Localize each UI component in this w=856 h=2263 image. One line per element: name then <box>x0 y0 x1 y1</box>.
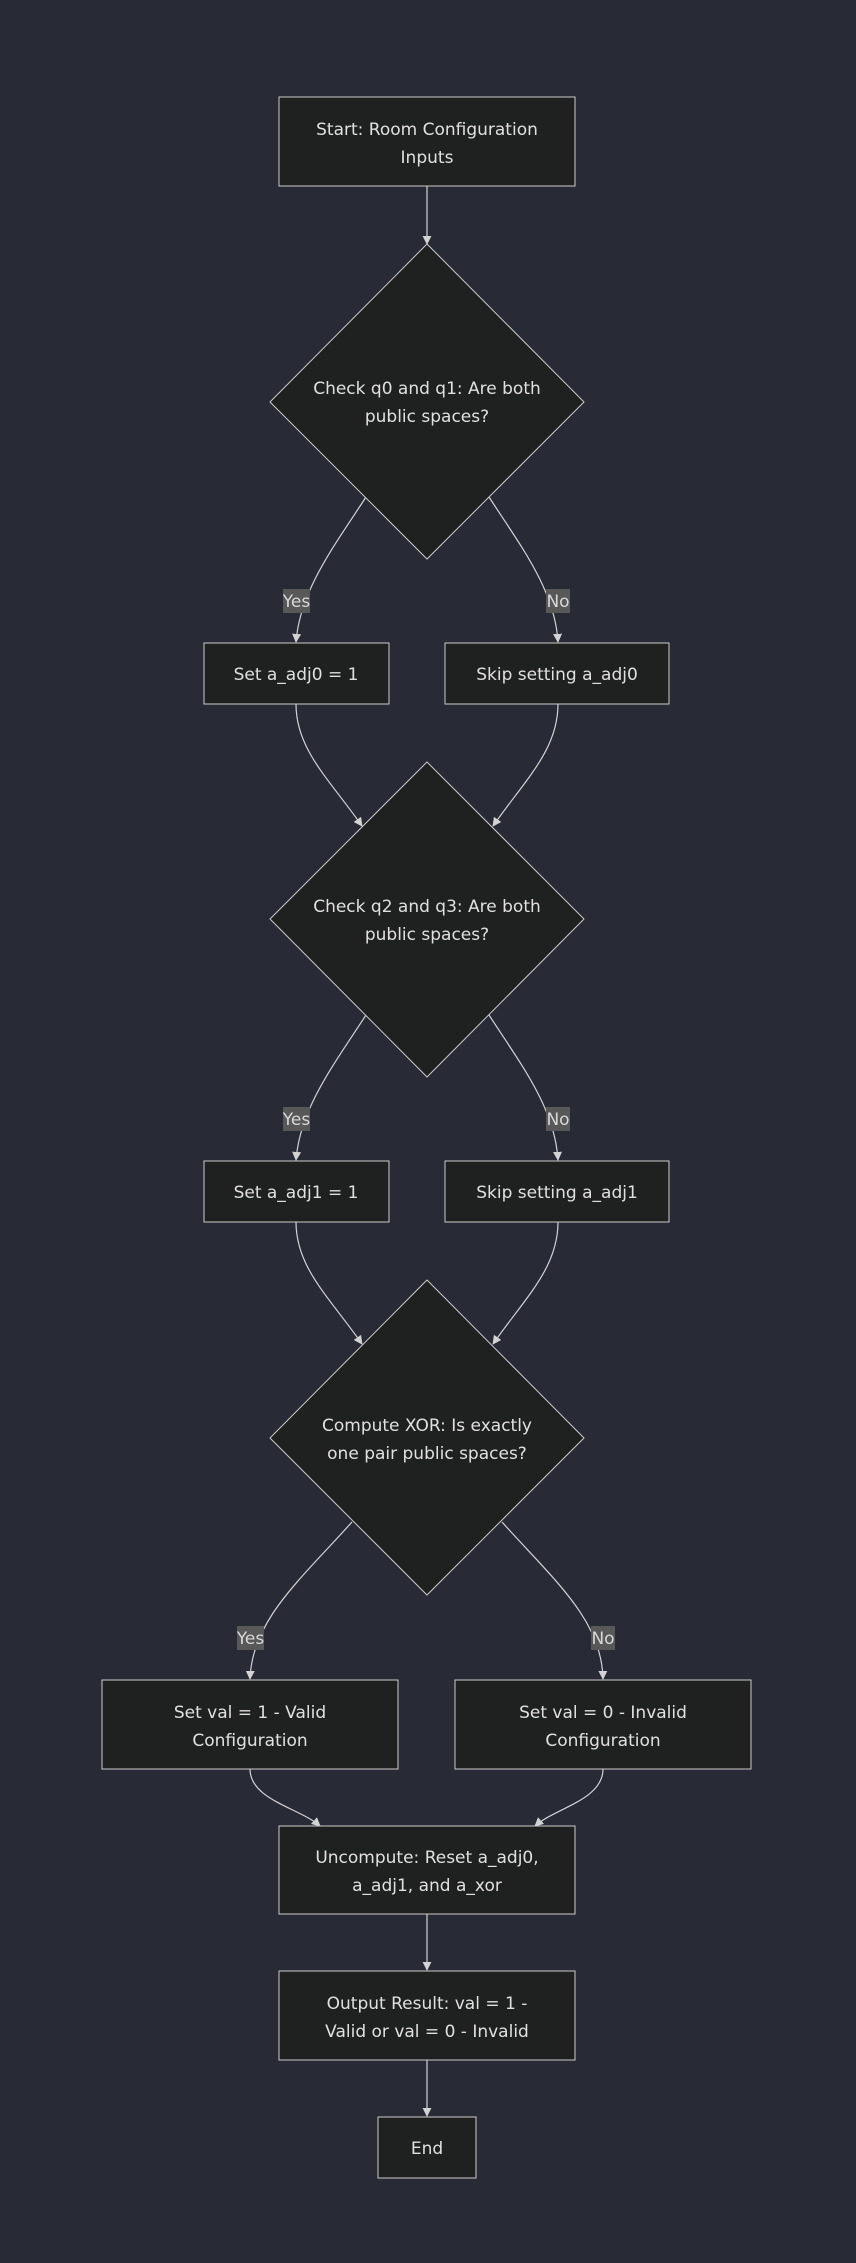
edge-check2-no <box>488 1014 563 1161</box>
decision-shape <box>269 761 585 1078</box>
edge-xor-no <box>501 1521 608 1680</box>
node-skip-adj0: Skip setting a_adj0 <box>444 642 670 705</box>
edge-label-xor-yes: Yes <box>236 1626 265 1650</box>
node-label-line-2: a_adj1, and a_xor <box>352 1876 502 1896</box>
node-compute-xor: Compute XOR: Is exactly one pair public … <box>269 1279 585 1596</box>
node-label-line-1: Check q0 and q1: Are both <box>313 379 541 399</box>
edge-label-xor-no: No <box>591 1626 615 1650</box>
edge-label-check1-yes: Yes <box>282 589 311 613</box>
node-output-result: Output Result: val = 1 - Valid or val = … <box>278 1970 576 2061</box>
edge-label-text: Yes <box>282 592 311 612</box>
node-label-line-2: Configuration <box>192 1731 307 1751</box>
node-shape <box>454 1679 752 1770</box>
edge-label-bg <box>283 589 310 613</box>
edge-check1-yes <box>292 496 367 643</box>
node-label-line-2: public spaces? <box>365 407 489 427</box>
node-uncompute: Uncompute: Reset a_adj0, a_adj1, and a_x… <box>278 1825 576 1915</box>
node-set-val-valid: Set val = 1 - Valid Configuration <box>101 1679 399 1770</box>
node-label-line-1: Output Result: val = 1 - <box>327 1994 528 2014</box>
node-end: End <box>377 2116 477 2179</box>
node-label-line-1: Check q2 and q3: Are both <box>313 897 541 917</box>
node-check-q0-q1: Check q0 and q1: Are both public spaces? <box>269 243 585 560</box>
edge-label-bg <box>546 1107 570 1131</box>
edge-skip-adj0-to-check2 <box>492 703 559 827</box>
node-label-line-2: one pair public spaces? <box>327 1444 527 1464</box>
node-start: Start: Room Configuration Inputs <box>278 96 576 187</box>
edge-label-check2-no: No <box>546 1107 570 1131</box>
node-label-line-1: Set val = 0 - Invalid <box>519 1703 687 1723</box>
edge-label-check1-no: No <box>546 589 570 613</box>
decision-shape <box>269 243 585 560</box>
node-label: Skip setting a_adj0 <box>476 665 638 685</box>
node-skip-adj1: Skip setting a_adj1 <box>444 1160 670 1223</box>
edge-label-text: Yes <box>282 1110 311 1130</box>
node-shape <box>101 1679 399 1770</box>
node-label-line-1: Set val = 1 - Valid <box>174 1703 326 1723</box>
edge-label-check2-yes: Yes <box>282 1107 311 1131</box>
node-shape <box>278 1825 576 1915</box>
node-shape <box>377 2116 477 2179</box>
edges <box>245 186 608 2117</box>
edge-label-bg <box>283 1107 310 1131</box>
node-shape <box>203 642 390 705</box>
edge-valid-to-uncompute <box>249 1768 321 1827</box>
node-check-q2-q3: Check q2 and q3: Are both public spaces? <box>269 761 585 1078</box>
node-label-line-2: Inputs <box>401 148 454 168</box>
nodes: Start: Room Configuration Inputs Check q… <box>101 96 752 2179</box>
node-shape <box>278 96 576 187</box>
node-label-line-1: Compute XOR: Is exactly <box>322 1416 532 1436</box>
node-label-line-2: public spaces? <box>365 925 489 945</box>
node-label-line-2: Valid or val = 0 - Invalid <box>325 2022 529 2042</box>
node-set-adj0: Set a_adj0 = 1 <box>203 642 390 705</box>
node-label-line-1: Start: Room Configuration <box>316 120 538 140</box>
node-set-val-invalid: Set val = 0 - Invalid Configuration <box>454 1679 752 1770</box>
edge-label-bg <box>591 1626 615 1650</box>
edge-label-text: No <box>591 1629 614 1649</box>
edge-label-text: Yes <box>236 1629 265 1649</box>
decision-shape <box>269 1279 585 1596</box>
edge-label-text: No <box>546 592 569 612</box>
node-shape <box>444 1160 670 1223</box>
edge-label-bg <box>237 1626 264 1650</box>
node-label: Skip setting a_adj1 <box>476 1183 638 1203</box>
edge-invalid-to-uncompute <box>534 1768 604 1827</box>
edge-check1-no <box>488 496 563 643</box>
edge-label-text: No <box>546 1110 569 1130</box>
edge-labels: Yes No Yes No Yes No <box>236 589 615 1650</box>
edge-skip-adj1-to-xor <box>492 1221 559 1345</box>
edge-label-bg <box>546 589 570 613</box>
node-label: Set a_adj0 = 1 <box>234 665 359 685</box>
node-shape <box>444 642 670 705</box>
node-label: End <box>411 2139 443 2159</box>
node-shape <box>278 1970 576 2061</box>
node-label-line-2: Configuration <box>545 1731 660 1751</box>
node-set-adj1: Set a_adj1 = 1 <box>203 1160 390 1223</box>
node-label: Set a_adj1 = 1 <box>234 1183 359 1203</box>
node-shape <box>203 1160 390 1223</box>
edge-xor-yes <box>245 1521 353 1680</box>
node-label-line-1: Uncompute: Reset a_adj0, <box>315 1848 538 1868</box>
edge-check2-yes <box>292 1014 367 1161</box>
edge-set-adj0-to-check2 <box>295 703 363 827</box>
edge-set-adj1-to-xor <box>295 1221 363 1345</box>
